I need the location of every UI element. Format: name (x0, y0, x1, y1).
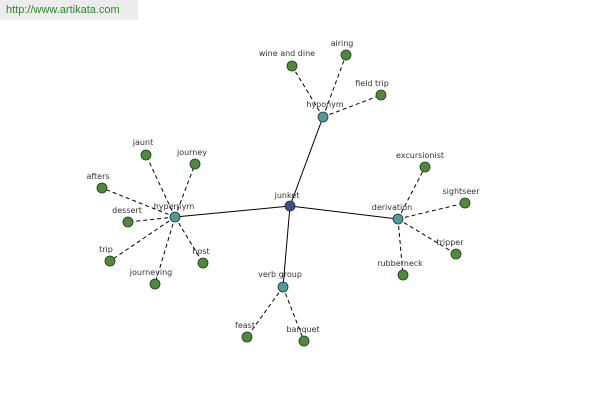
label-excursionist: excursionist (396, 151, 444, 160)
node-hyponym[interactable] (317, 111, 329, 123)
edge-junket-hyponym (289, 116, 324, 207)
edge-hypernym-journey (174, 163, 196, 218)
label-airing: airing (331, 39, 354, 48)
node-tripper[interactable] (450, 248, 462, 260)
label-junket: junket (274, 191, 300, 200)
label-banquet: banquet (286, 325, 319, 334)
label-hypernym: hypernym (154, 202, 195, 211)
source-url-link[interactable]: http://www.artikata.com (0, 0, 138, 20)
node-journey[interactable] (189, 158, 201, 170)
node-journeying[interactable] (149, 278, 161, 290)
node-wine-and-dine[interactable] (286, 60, 298, 72)
node-trip[interactable] (104, 255, 116, 267)
node-field-trip[interactable] (375, 89, 387, 101)
edge-junket-verb-group (282, 205, 291, 288)
node-host[interactable] (197, 257, 209, 269)
edge-hypernym-trip (109, 216, 176, 262)
edge-verb-group-banquet (282, 286, 305, 342)
node-jaunt[interactable] (140, 149, 152, 161)
edge-derivation-sightseer (397, 202, 466, 220)
label-journey: journey (176, 148, 207, 157)
label-tripper: tripper (436, 238, 464, 247)
edge-hypernym-afters (101, 187, 176, 218)
node-derivation[interactable] (392, 213, 404, 225)
label-rubberneck: rubberneck (377, 259, 423, 268)
edge-hyponym-wine-and-dine (291, 65, 324, 118)
label-dessert: dessert (112, 206, 142, 215)
edge-derivation-rubberneck (397, 218, 404, 276)
edge-hypernym-dessert (127, 216, 176, 223)
graph-labels: wine and dine airing field trip hyponym jaun… (86, 39, 480, 334)
edge-hypernym-jaunt (145, 154, 176, 218)
node-feast[interactable] (241, 331, 253, 343)
edge-hyponym-field-trip (322, 94, 382, 118)
node-verb-group[interactable] (277, 281, 289, 293)
label-journeying: journeying (129, 268, 172, 277)
node-rubberneck[interactable] (397, 269, 409, 281)
label-afters: afters (86, 172, 109, 181)
node-airing[interactable] (340, 49, 352, 61)
label-hyponym: hyponym (306, 100, 344, 109)
edge-junket-hypernym (174, 205, 291, 218)
graph-edges (101, 54, 466, 342)
label-jaunt: jaunt (132, 138, 153, 147)
label-field-trip: field trip (355, 79, 389, 88)
graph-nodes (96, 49, 471, 347)
label-verb-group: verb group (258, 270, 302, 279)
label-sightseer: sightseer (443, 187, 481, 196)
node-afters[interactable] (96, 182, 108, 194)
edge-verb-group-feast (246, 286, 284, 338)
node-dessert[interactable] (122, 216, 134, 228)
node-junket[interactable] (284, 200, 296, 212)
edge-derivation-tripper (397, 218, 457, 255)
label-feast: feast (235, 321, 255, 330)
node-sightseer[interactable] (459, 197, 471, 209)
label-trip: trip (99, 245, 113, 254)
edge-hypernym-journeying (154, 216, 176, 285)
edge-junket-derivation (289, 205, 399, 220)
edge-derivation-excursionist (397, 166, 426, 220)
node-hypernym[interactable] (169, 211, 181, 223)
label-wine-and-dine: wine and dine (259, 49, 315, 58)
label-host: host (192, 247, 209, 256)
node-excursionist[interactable] (419, 161, 431, 173)
edge-hypernym-host (174, 216, 204, 264)
label-derivation: derivation (372, 203, 412, 212)
node-banquet[interactable] (298, 335, 310, 347)
